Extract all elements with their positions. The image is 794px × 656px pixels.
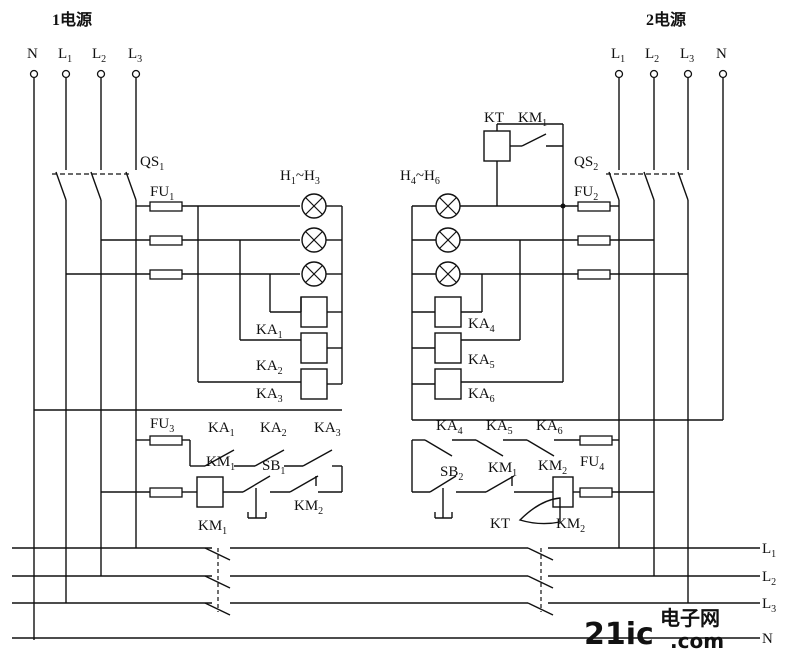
label-ka5-contact: KA5 (486, 418, 513, 437)
label-ka3-contact: KA3 (314, 420, 341, 439)
right-relay-coils (412, 206, 564, 400)
label-ka5: KA5 (468, 352, 495, 371)
busbar-labels: L1 L2 L3 N (762, 541, 776, 647)
right-fuses-fu2 (577, 201, 611, 280)
label-h4-h6: H4~H6 (400, 168, 440, 187)
lamp-icon (301, 193, 327, 219)
label-ka4-contact: KA4 (436, 418, 463, 437)
label-km2-right: KM2 (538, 458, 567, 477)
label-h1-h3: H1~H3 (280, 168, 320, 187)
label-ka3: KA3 (256, 386, 283, 405)
label-km1-main: KM1 (198, 518, 227, 537)
label-kt-top: KT (484, 110, 504, 126)
left-control-circuit (34, 409, 343, 519)
right-phase-taps (460, 203, 688, 275)
svg-text:电子网: 电子网 (660, 606, 720, 630)
busbar-label-l3: L3 (762, 596, 776, 615)
lamp-icon (301, 227, 327, 253)
watermark-logo: 21ic 电子网 .com (584, 606, 724, 653)
terminal-n-right: N (716, 46, 727, 62)
lamp-icon (435, 193, 461, 219)
label-kt-right: KT (490, 516, 510, 532)
label-km2-contact: KM2 (294, 498, 323, 517)
label-ka6-contact: KA6 (536, 418, 563, 437)
kt-timer-branch (483, 123, 564, 206)
terminal-l3-left: L3 (128, 46, 142, 65)
label-km1-right: KM1 (488, 460, 517, 479)
label-ka2: KA2 (256, 358, 283, 377)
heading-left-source: 1电源 (52, 10, 92, 29)
busbar-label-l2: L2 (762, 569, 776, 588)
label-ka4: KA4 (468, 316, 495, 335)
label-ka1: KA1 (256, 322, 283, 341)
svg-text:.com: .com (670, 629, 724, 653)
busbar-label-n: N (762, 631, 773, 647)
label-fu2: FU2 (574, 184, 598, 203)
label-ka2-contact: KA2 (260, 420, 287, 439)
label-km1-top: KM1 (518, 110, 547, 129)
label-ka1-contact: KA1 (208, 420, 235, 439)
label-qs2: QS2 (574, 154, 598, 173)
right-terminal-labels: L1 L2 L3 N (611, 46, 727, 65)
terminal-l3-right: L3 (680, 46, 694, 65)
left-indicator-lamps (301, 193, 343, 384)
terminal-l1-left: L1 (58, 46, 72, 65)
left-supply-lines (33, 78, 137, 640)
right-supply-lines (606, 78, 724, 603)
busbar-label-l1: L1 (762, 541, 776, 560)
right-control-circuit (411, 419, 723, 525)
km1-main-contacts (204, 547, 231, 616)
left-fuses-fu1 (149, 201, 183, 280)
left-relay-coils (197, 206, 342, 400)
heading-right-source: 2电源 (646, 10, 686, 29)
label-fu1: FU1 (150, 184, 174, 203)
terminal-l1-right: L1 (611, 46, 625, 65)
left-phase-taps (66, 205, 300, 275)
terminal-l2-left: L2 (92, 46, 106, 65)
output-busbars (12, 547, 760, 639)
lamp-icon (435, 261, 461, 287)
label-fu4: FU4 (580, 454, 604, 473)
label-ka6: KA6 (468, 386, 495, 405)
label-sb1: SB1 (262, 458, 285, 477)
label-km1-contact: KM1 (206, 454, 235, 473)
left-terminal-circles (29, 69, 141, 79)
label-qs1: QS1 (140, 154, 164, 173)
lamp-icon (301, 261, 327, 287)
label-km2-coil: KM2 (556, 516, 585, 535)
km2-main-contacts (527, 547, 554, 616)
right-terminal-circles (614, 69, 728, 79)
label-sb2: SB2 (440, 464, 463, 483)
lamp-icon (435, 227, 461, 253)
terminal-n-left: N (27, 46, 38, 62)
left-terminal-labels: N L1 L2 L3 (27, 46, 142, 65)
svg-text:21ic: 21ic (584, 617, 654, 652)
label-fu3: FU3 (150, 416, 174, 435)
terminal-l2-right: L2 (645, 46, 659, 65)
